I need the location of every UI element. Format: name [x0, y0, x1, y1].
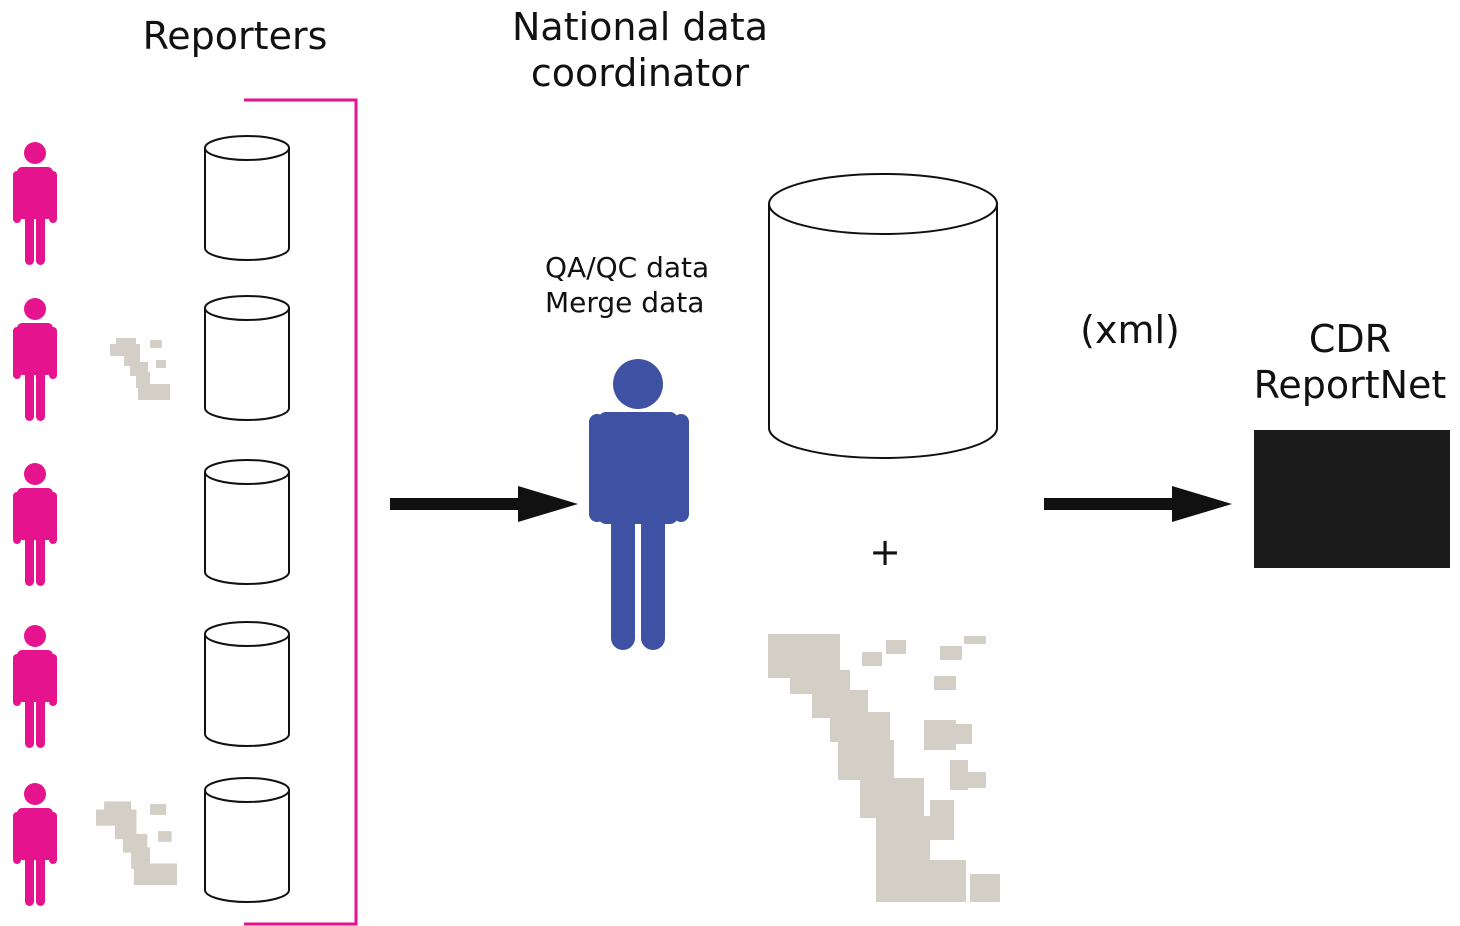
reporter-database-icon-3: [204, 459, 290, 585]
qa-qc-label: QA/QC data Merge data: [545, 250, 745, 320]
reporter-icon-1: [13, 142, 57, 265]
arrow-right-icon-2: [1044, 486, 1232, 522]
cdr-reportnet-label: CDR ReportNet: [1230, 316, 1460, 408]
qa-qc-line1: QA/QC data: [545, 251, 710, 284]
reporter-icon-4: [13, 625, 57, 748]
merged-map-icon: [768, 634, 1000, 902]
reporter-map-icon-5: [96, 801, 177, 886]
xml-label: (xml): [1080, 308, 1180, 352]
cdr-line2: ReportNet: [1253, 363, 1447, 407]
cdr-line1: CDR: [1308, 317, 1392, 361]
arrow-right-icon-1: [390, 486, 578, 522]
coordinator-heading-line2: coordinator: [530, 51, 750, 95]
reporter-map-icon-2: [110, 338, 170, 400]
reportnet-box: [1254, 430, 1450, 568]
reporter-database-icon-5: [204, 777, 290, 903]
reporter-database-icon-2: [204, 295, 290, 421]
reporter-database-icon-1: [204, 135, 290, 261]
national-database-icon: [768, 173, 998, 459]
reporter-icon-3: [13, 463, 57, 586]
reporter-database-icon-4: [204, 621, 290, 747]
reporter-icon-5: [13, 783, 57, 906]
plus-sign: +: [869, 530, 901, 574]
coordinator-heading-line1: National data: [511, 5, 769, 49]
qa-qc-line2: Merge data: [545, 286, 705, 319]
reporters-heading: Reporters: [142, 14, 328, 58]
reporters-bracket: [244, 98, 358, 926]
coordinator-icon: [589, 359, 689, 650]
reporter-icon-2: [13, 298, 57, 421]
coordinator-heading: National data coordinator: [480, 4, 800, 96]
